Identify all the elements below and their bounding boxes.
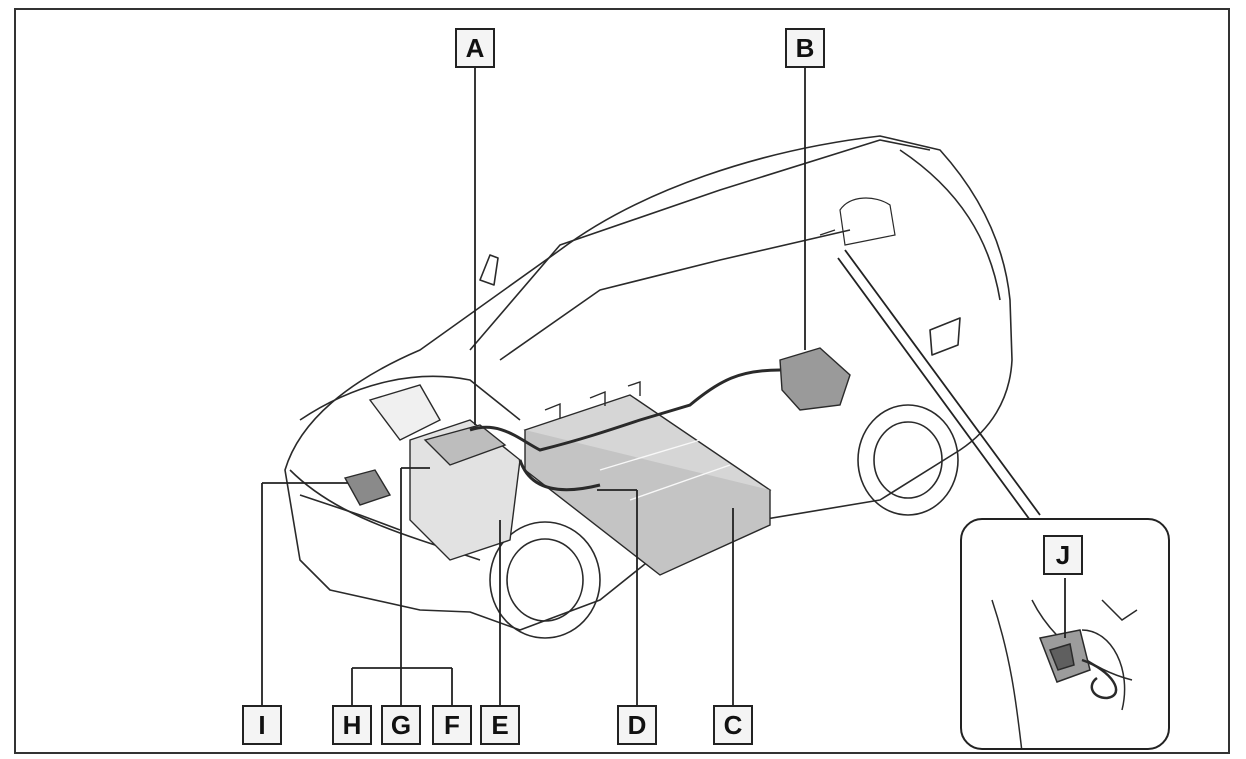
- rear-wheel: [857, 404, 959, 516]
- leader-lines: [261, 68, 1041, 705]
- front-motor: [343, 469, 392, 506]
- rear-motor: [779, 347, 851, 411]
- headlight: [299, 494, 401, 531]
- callout-j: J: [1043, 535, 1083, 575]
- callout-d: D: [617, 705, 657, 745]
- callout-g: G: [381, 705, 421, 745]
- callout-b: B: [785, 28, 825, 68]
- hybrid-battery: [523, 381, 772, 576]
- roof-line: [469, 139, 931, 351]
- car-body-outline: [284, 135, 1013, 631]
- service-plug-detail: [991, 578, 1138, 748]
- front-wheel: [489, 521, 601, 639]
- rear-light: [929, 317, 961, 356]
- callout-c: C: [713, 705, 753, 745]
- side-mirror: [479, 254, 499, 286]
- engine-assembly: [368, 384, 521, 561]
- callout-i: I: [242, 705, 282, 745]
- callout-e: E: [480, 705, 520, 745]
- service-plug-location: [819, 197, 896, 246]
- hood: [299, 375, 521, 421]
- rear-hatch: [899, 149, 1001, 301]
- callout-h: H: [332, 705, 372, 745]
- window-line: [499, 229, 851, 361]
- callout-a: A: [455, 28, 495, 68]
- callout-f: F: [432, 705, 472, 745]
- power-cables: [469, 368, 781, 492]
